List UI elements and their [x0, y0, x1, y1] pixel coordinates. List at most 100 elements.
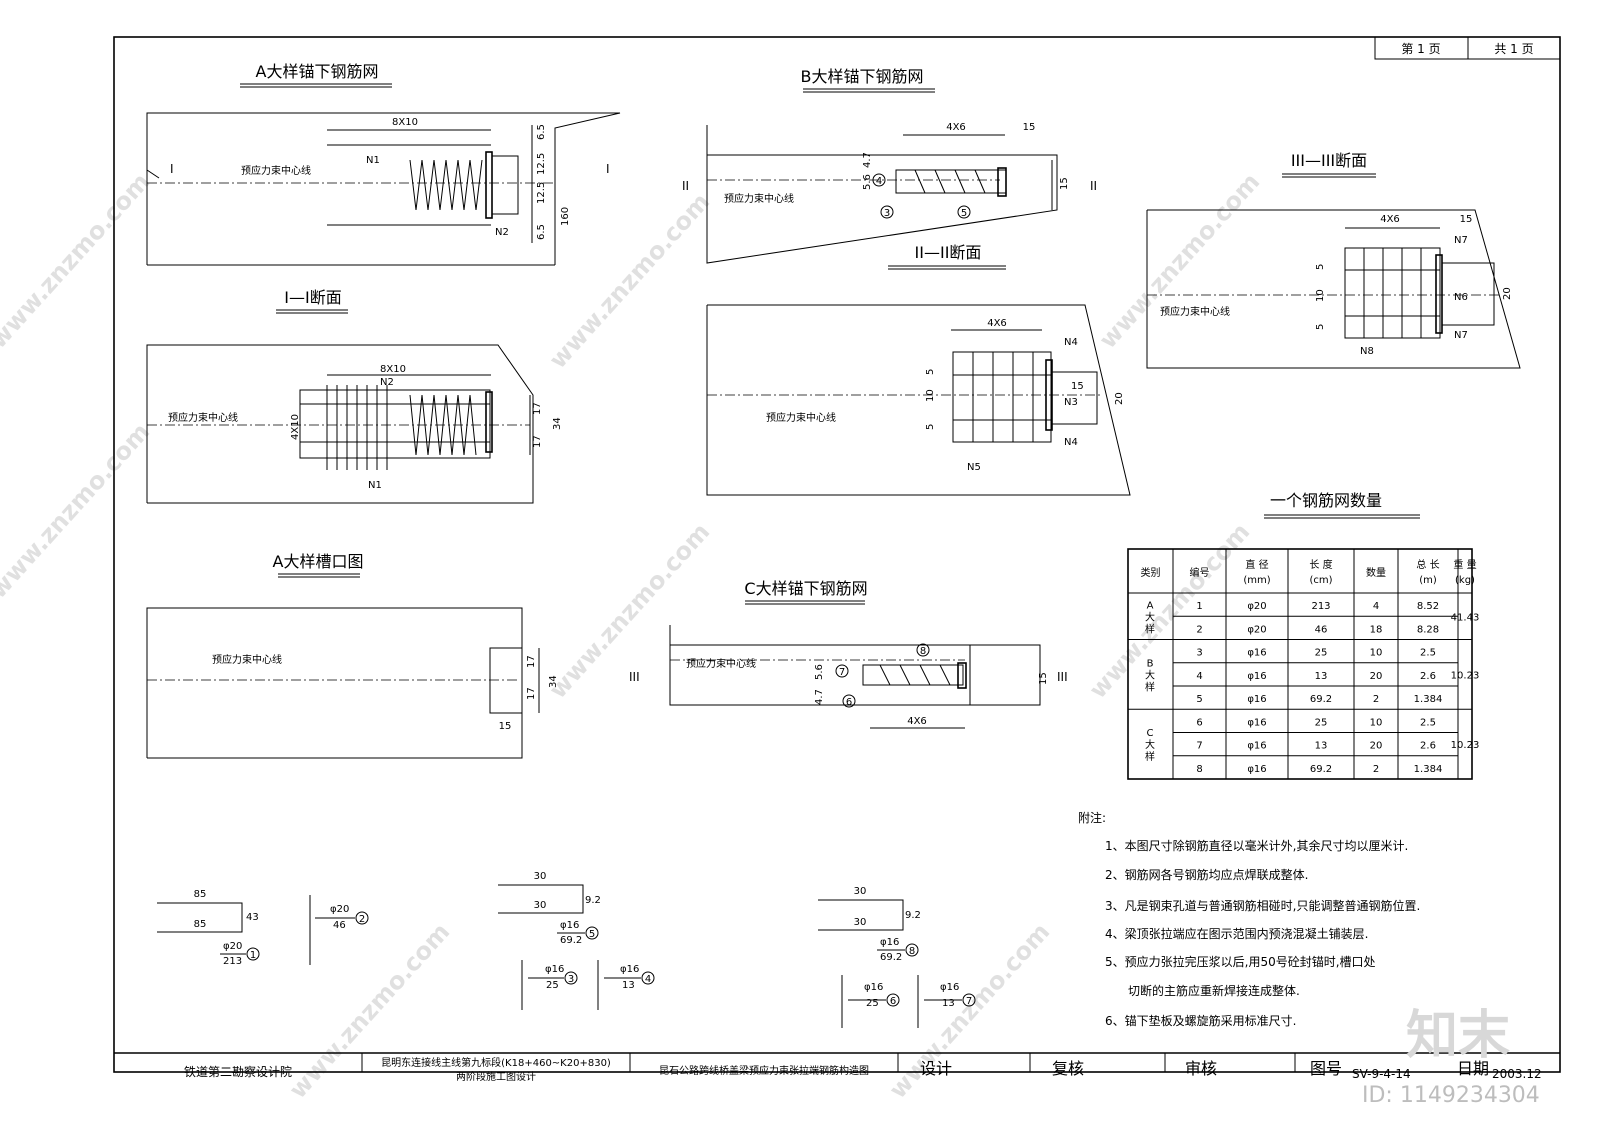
rebar-number: 6	[890, 996, 896, 1007]
dim-label: 5	[925, 369, 936, 375]
len-label: 69.2	[880, 952, 902, 963]
table-cell: 2.6	[1420, 741, 1436, 752]
section-mark: III	[629, 670, 640, 684]
dim-label: 4X6	[987, 318, 1007, 329]
watermark-text: www.znzmo.com	[0, 168, 155, 354]
dim-label: 15	[1038, 672, 1049, 685]
dim-label: 30	[854, 886, 867, 897]
table-cell: 46	[1315, 624, 1328, 635]
centerline-label: 预应力束中心线	[724, 192, 794, 205]
section-mark: III	[1057, 670, 1068, 684]
rebar-shape-8	[818, 899, 904, 931]
rebar-number: 6	[846, 697, 852, 708]
table-cell: φ20	[1247, 624, 1266, 635]
watermark-text: www.znzmo.com	[1094, 168, 1266, 354]
len-label: 25	[866, 998, 879, 1009]
centerline-label: 预应力束中心线	[212, 653, 282, 666]
centerline-label: 预应力束中心线	[766, 411, 836, 424]
dim-label: 12.5	[536, 182, 547, 204]
table-cell: 213	[1311, 601, 1330, 612]
image-id: ID: 1149234304	[1362, 1083, 1540, 1108]
rebar-shape-5	[498, 884, 584, 914]
brand-watermark: 知末 ID: 1149234304	[1362, 1006, 1540, 1108]
dim-label: 9.2	[905, 910, 921, 921]
table-category: B	[1147, 658, 1154, 669]
section-mark: II	[682, 179, 689, 193]
a-notch-title: A大样槽口图	[273, 552, 364, 571]
rebar-label: N2	[495, 227, 509, 238]
rebar-number: 1	[250, 950, 256, 961]
table-header: 类别	[1141, 566, 1161, 579]
rebar-label: N3	[1064, 397, 1078, 408]
brand-logo: 知末	[1406, 1006, 1510, 1066]
rebar-label: N2	[380, 377, 394, 388]
table-category: 样	[1145, 680, 1155, 693]
rebar-number: 8	[920, 646, 926, 657]
section-2-2: II—II断面 预应力束中心线 4X6 N4 N3 N4 N5 15 20 5 …	[706, 243, 1131, 496]
dim-label: 160	[560, 207, 571, 226]
dim-label: 5	[1315, 264, 1326, 270]
watermark-text: www.znzmo.com	[0, 418, 155, 604]
len-label: 46	[333, 920, 346, 931]
note-line: 1、本图尺寸除钢筋直径以毫米计外,其余尺寸均以厘米计.	[1105, 838, 1408, 853]
project-name: 昆明东连接线主线第九标段(K18+460~K20+830)	[381, 1056, 611, 1069]
table-header: 直 径	[1245, 558, 1268, 571]
page-number: 第 1 页	[1401, 42, 1440, 56]
table-cell: 1	[1196, 601, 1202, 612]
rebar-number: 5	[961, 208, 967, 219]
section-mark: I	[170, 162, 174, 176]
table-cell: φ16	[1247, 694, 1266, 705]
rebar-shapes: 85 43 85 φ20 213 1 φ20 46 2 30 9.2 30 φ1…	[157, 871, 976, 1028]
dim-label: 30	[854, 917, 867, 928]
sheet-frame	[113, 36, 1561, 1073]
dim-label: 30	[534, 871, 547, 882]
notes-title: 附注:	[1078, 810, 1106, 825]
approve-label: 审核	[1185, 1059, 1217, 1078]
a-mesh-title: A大样锚下钢筋网	[256, 62, 379, 81]
table-cell: 8.28	[1417, 624, 1439, 635]
section-3-3: III—III断面 预应力束中心线 4X6 15 N7 N6 N7 N8 20 …	[1146, 151, 1521, 369]
rebar-label: N4	[1064, 437, 1078, 448]
table-category: 大	[1145, 738, 1155, 751]
table-cell: 10	[1370, 648, 1383, 659]
table-header: (mm)	[1243, 575, 1270, 586]
dim-label: 4X6	[907, 716, 927, 727]
review-label: 复核	[1052, 1059, 1084, 1078]
table-category: 样	[1145, 622, 1155, 635]
table-header: (m)	[1419, 575, 1437, 586]
rebar-number: 5	[589, 929, 595, 940]
table-cell: 2	[1373, 694, 1379, 705]
table-category: 大	[1145, 610, 1155, 623]
table-cell: 13	[1315, 741, 1328, 752]
len-label: 13	[942, 998, 955, 1009]
table-cell: 2.5	[1420, 648, 1436, 659]
rebar-label: N4	[1064, 337, 1078, 348]
project-phase: 两阶段施工图设计	[456, 1070, 536, 1083]
rebar-label: N7	[1454, 235, 1468, 246]
rebar-label: N6	[1454, 292, 1468, 303]
table-category: 样	[1145, 750, 1155, 763]
dim-label: 15	[499, 721, 512, 732]
dim-label: 4X6	[946, 122, 966, 133]
dim-label: 12.5	[536, 153, 547, 175]
table-category: A	[1147, 600, 1154, 611]
table-header: 长 度	[1309, 558, 1332, 571]
table-cell: 8	[1196, 764, 1202, 775]
table-cell: 8.52	[1417, 601, 1439, 612]
rebar-label: N5	[967, 462, 981, 473]
dim-label: 4.7	[862, 152, 873, 168]
dim-label: 34	[548, 675, 559, 688]
section-1-1: I—I断面 预应力束中心线 8X10 N2 N1 4X10 17 17 34	[146, 288, 563, 504]
dim-label: 9.2	[585, 895, 601, 906]
spiral-rebar	[409, 159, 483, 211]
dim-label: 4.7	[814, 689, 825, 705]
page-header: 第 1 页 共 1 页	[1374, 36, 1561, 60]
dim-label: 5	[1315, 324, 1326, 330]
table-weight: 41.43	[1451, 612, 1480, 623]
dim-label: 15	[1023, 122, 1036, 133]
dim-label: 5.6	[862, 174, 873, 190]
table-cell: 25	[1315, 717, 1328, 728]
table-cell: 4	[1196, 671, 1202, 682]
centerline-label: 预应力束中心线	[168, 411, 238, 424]
